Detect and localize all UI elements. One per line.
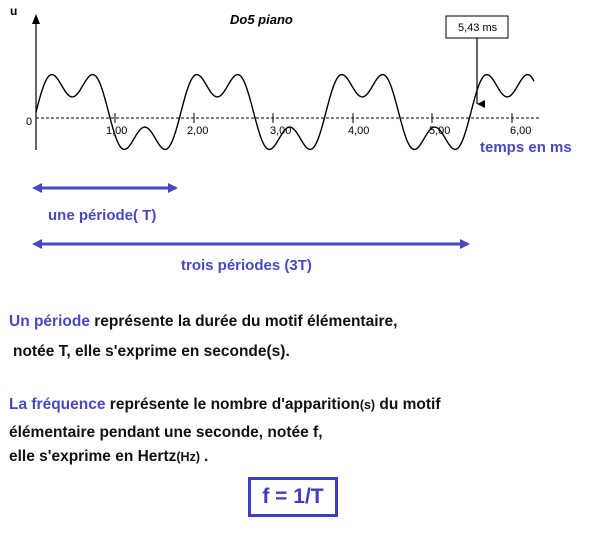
formula-text: f = 1/T xyxy=(262,485,324,508)
three-periods-label: trois périodes (3T) xyxy=(181,257,312,274)
formula-box: f = 1/T xyxy=(248,477,338,517)
frequency-unit-line: elle s'exprime en Hertz(Hz). xyxy=(9,448,208,466)
y-axis-label: u xyxy=(10,4,17,18)
x-axis-label: temps en ms xyxy=(480,139,572,156)
one-period-label: une période( T) xyxy=(48,207,156,224)
y-axis-arrow-icon xyxy=(32,14,40,24)
x-tick-label: 4,00 xyxy=(348,125,369,137)
period-term: Un période xyxy=(9,313,90,330)
marker-label: 5,43 ms xyxy=(458,22,498,34)
x-tick-label: 6,00 xyxy=(510,125,531,137)
period-definition-line2: notée T, elle s'exprime en seconde(s). xyxy=(13,343,290,360)
frequency-definition-line1: La fréquence représente le nombre d'appa… xyxy=(9,396,441,414)
x-tick-label: 2,00 xyxy=(187,125,208,137)
frequency-definition-line2: élémentaire pendant une seconde, notée f… xyxy=(9,424,323,441)
frequency-definition-text: représente le nombre d'apparition xyxy=(105,396,360,413)
figure-title: Do5 piano xyxy=(230,12,293,27)
period-definition-line1: Un période représente la durée du motif … xyxy=(9,313,397,331)
x-ticks xyxy=(114,113,513,123)
waveform-curve xyxy=(35,73,535,151)
frequency-unit-text: elle s'exprime en Hertz xyxy=(9,448,177,465)
frequency-term: La fréquence xyxy=(9,396,106,413)
period-definition-text: représente la durée du motif élémentaire… xyxy=(89,313,398,330)
frequency-unit-small: (Hz) xyxy=(176,450,200,464)
waveform-diagram: u 0 1,00 2,00 3,00 4,00 5,00 6,00 Do5 pi… xyxy=(10,4,572,274)
frequency-definition-text-end: du motif xyxy=(375,396,441,413)
frequency-unit-dot: . xyxy=(203,448,209,465)
x-tick-label: 1,00 xyxy=(106,125,127,137)
origin-label: 0 xyxy=(26,116,32,128)
frequency-definition-small: (s) xyxy=(359,398,376,412)
